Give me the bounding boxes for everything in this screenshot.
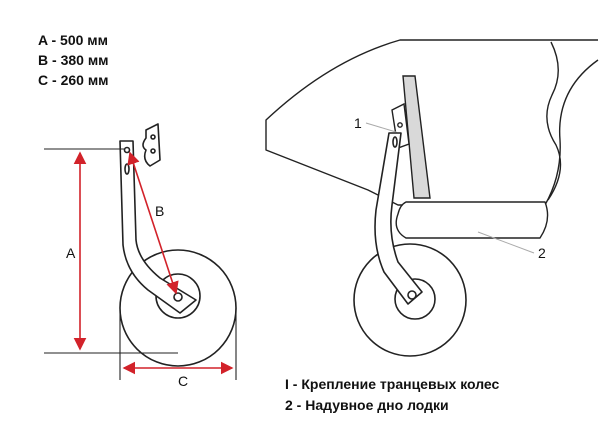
right-wheel-assembly [353,132,467,357]
callout-1-label: 1 [354,115,362,131]
hull-right-edge [546,41,562,201]
callout-2-leader [477,231,535,254]
label-a: A [66,245,76,261]
legend: I - Крепление транцевых колес 2 - Надувн… [285,374,499,416]
dimension-a: A - 500 мм [38,32,109,48]
right-mount-slot [392,136,398,148]
hull-upper-tube [265,39,599,206]
left-bracket-hole-top [150,134,156,140]
dimension-b: B - 380 мм [38,52,109,68]
dimensions-list: A - 500 мм B - 380 мм C - 260 мм [38,30,109,90]
dimension-c: C - 260 мм [38,72,109,88]
label-b: B [155,203,164,219]
transom-board [402,75,431,199]
right-axle-bolt [407,290,417,300]
boat-hull [265,39,599,239]
callout-2-label: 2 [538,245,546,261]
left-wheel-assembly [119,123,237,367]
legend-item-2: 2 - Надувное дно лодки [285,397,449,413]
left-axle-bolt [173,292,183,302]
inflatable-bottom [395,201,549,239]
dimension-b-arrow [127,151,179,295]
dimension-lines [44,148,237,380]
legend-item-1: I - Крепление транцевых колес [285,376,500,392]
callout-1-leader [365,122,397,133]
label-c: C [178,373,188,389]
left-bracket [142,123,161,167]
left-mount-hole [123,146,131,154]
